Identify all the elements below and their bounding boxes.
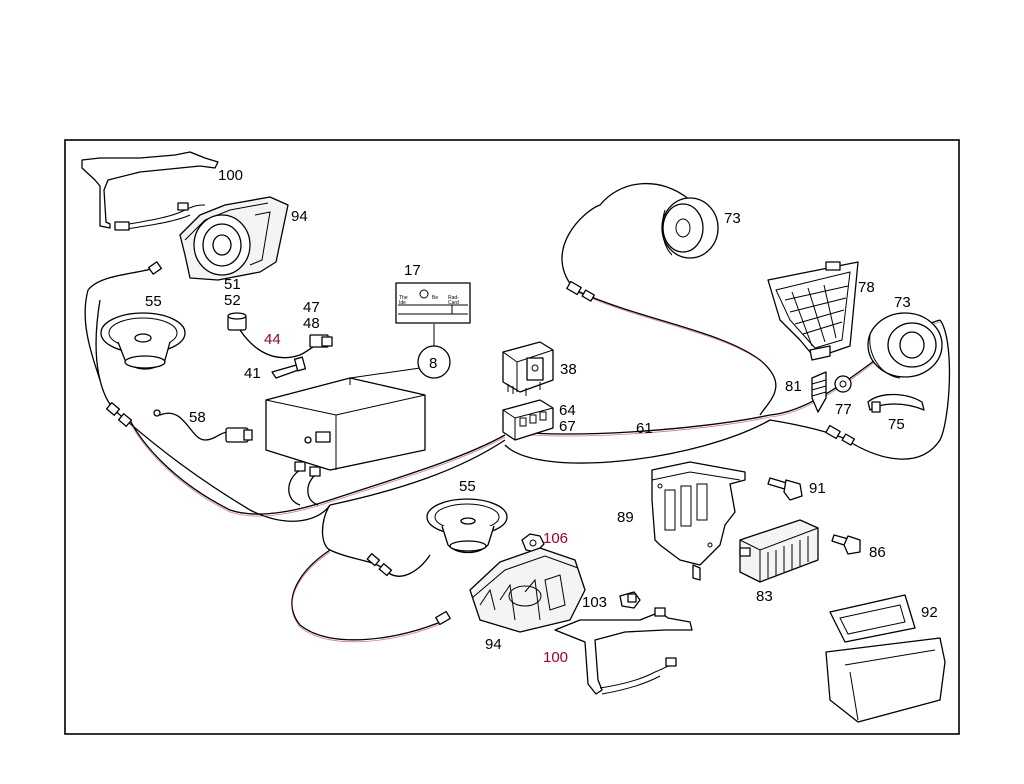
wire-connectors — [105, 261, 855, 626]
label-52: 52 — [224, 292, 241, 309]
label-92: 92 — [921, 604, 938, 621]
label-47: 47 — [303, 299, 320, 316]
card-text-mid: Be — [432, 295, 438, 301]
plug-58 — [153, 409, 253, 443]
label-8: 8 — [429, 355, 437, 372]
speaker-55-center — [426, 498, 508, 554]
radio-unit — [265, 377, 426, 471]
label-17: 17 — [404, 262, 421, 279]
label-38: 38 — [560, 361, 577, 378]
label-94-top: 94 — [291, 208, 308, 225]
washer-77 — [834, 375, 852, 393]
label-58: 58 — [189, 409, 206, 426]
diagram-frame — [64, 139, 960, 735]
card-text-left: The — [399, 295, 408, 301]
label-48: 48 — [303, 315, 320, 332]
label-78: 78 — [858, 279, 875, 296]
label-77: 77 — [835, 401, 852, 418]
label-75: 75 — [888, 416, 905, 433]
clamp-75 — [867, 393, 925, 413]
card-text-right: Rad- — [448, 295, 459, 301]
card-text-bottom-left: Ide — [399, 300, 406, 306]
label-51: 51 — [224, 276, 241, 293]
connector-38 — [502, 341, 554, 396]
nut-106 — [521, 533, 545, 553]
label-64: 64 — [559, 402, 576, 419]
bracket-100-bottom — [554, 607, 693, 695]
label-86: 86 — [869, 544, 886, 561]
label-83: 83 — [756, 588, 773, 605]
card-text-bottom-right: Card — [448, 300, 459, 306]
label-89: 89 — [617, 509, 634, 526]
connector-64-67 — [502, 399, 554, 441]
bolt-91 — [767, 477, 803, 501]
speaker-55-left — [100, 312, 186, 370]
label-100-bottom: 100 — [543, 649, 568, 666]
mounting-bracket-89 — [651, 461, 746, 581]
grille-78 — [767, 261, 859, 361]
cover-92 — [825, 594, 946, 723]
speaker-73-right — [867, 312, 943, 379]
label-61: 61 — [636, 420, 653, 437]
label-44: 44 — [264, 331, 281, 348]
speaker-housing-94-top — [179, 196, 289, 281]
callout-8 — [349, 324, 451, 379]
label-73-top: 73 — [724, 210, 741, 227]
bolt-86 — [831, 534, 861, 555]
label-91: 91 — [809, 480, 826, 497]
label-73-right: 73 — [894, 294, 911, 311]
clip-41 — [271, 356, 307, 379]
label-55-center: 55 — [459, 478, 476, 495]
plug-47-48 — [309, 334, 333, 348]
screw-81 — [811, 371, 827, 413]
speaker-housing-94-bottom — [469, 547, 586, 633]
label-103: 103 — [582, 594, 607, 611]
label-81: 81 — [785, 378, 802, 395]
label-55-left: 55 — [145, 293, 162, 310]
label-100-top: 100 — [218, 167, 243, 184]
label-41: 41 — [244, 365, 261, 382]
amplifier-83 — [739, 519, 819, 583]
speaker-73-top — [661, 197, 719, 259]
radio-card-17: The Be Rad- Ide Card — [395, 282, 471, 324]
label-67: 67 — [559, 418, 576, 435]
antenna-connector-51-52 — [227, 312, 247, 331]
label-94-bottom: 94 — [485, 636, 502, 653]
clip-103 — [619, 591, 641, 609]
bracket-100-top — [81, 151, 219, 231]
label-106: 106 — [543, 530, 568, 547]
part-labels: 100 94 51 52 55 44 47 48 17 8 41 58 38 6… — [145, 167, 938, 666]
